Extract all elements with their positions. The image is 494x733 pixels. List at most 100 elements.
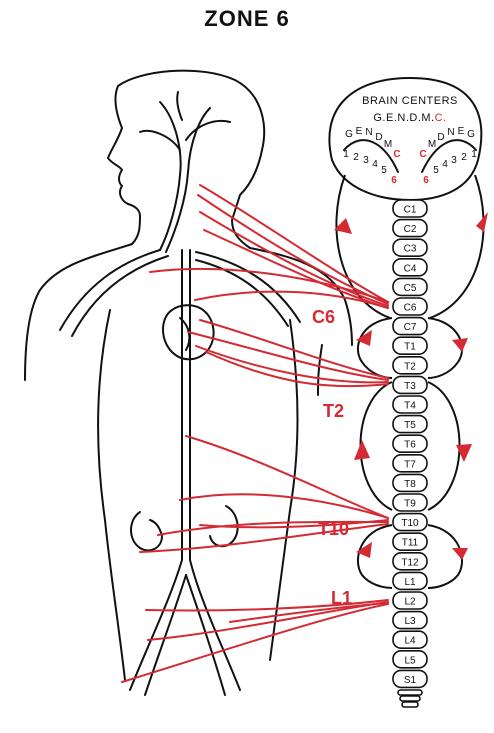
- vertebra-label: C3: [404, 244, 417, 255]
- brain-left-letter-item: N: [365, 127, 372, 138]
- brain-code: G.E.N.D.M.C.: [373, 112, 446, 124]
- loop-arrows: [334, 212, 488, 560]
- vertebra-label: T1: [404, 342, 416, 353]
- label-l1: L1: [331, 588, 352, 608]
- nerve-head-1: [199, 184, 389, 303]
- vertebra-label: C6: [404, 303, 417, 314]
- coccyx-segment: [399, 695, 421, 702]
- nerve-lines: [121, 184, 389, 683]
- nerve-abdomen-1: [185, 435, 389, 519]
- vertebra-t6: [392, 434, 428, 454]
- brain-right-letter-item: N: [447, 127, 454, 138]
- vertebra-label: L2: [404, 597, 416, 608]
- loop-t12-right: [427, 524, 463, 589]
- vertebra-label: L3: [404, 616, 416, 627]
- arrow-upper-right: [476, 212, 488, 232]
- vertebra-c1: [392, 199, 428, 218]
- brain-left-number-item: 6: [391, 175, 397, 186]
- right-shoulder: [249, 247, 353, 346]
- arrow-t12-left: [356, 542, 372, 558]
- vertebra-l5: [392, 649, 428, 669]
- vertebra-label: T7: [404, 459, 416, 470]
- vertebra-label: C7: [404, 322, 417, 333]
- coccyx-segment: [401, 701, 419, 708]
- vertebra-label: C2: [404, 224, 417, 235]
- brain-right-letter-item: G: [467, 129, 475, 140]
- vertebra-label: T11: [402, 538, 419, 549]
- label-t2: T2: [323, 401, 344, 421]
- arrow-upper-left: [334, 218, 352, 234]
- brain-left-letter-item: D: [375, 132, 382, 143]
- subclavian-left-inner: [71, 255, 169, 337]
- arrow-t12-right: [452, 548, 468, 560]
- vertebra-s1: [392, 669, 428, 689]
- head-branch-1: [139, 130, 181, 151]
- brain-right-letter-item: C: [419, 149, 426, 160]
- vertebra-label: T4: [404, 401, 416, 412]
- nerve-heart-4: [205, 351, 389, 388]
- nerve-neck-2: [203, 229, 389, 309]
- loop-t1-left: [357, 317, 393, 379]
- loop-t12-left: [357, 524, 393, 589]
- vertebra-t2: [392, 355, 428, 375]
- vertebra-t10: [392, 512, 428, 532]
- brain-right-number-item: 2: [461, 152, 467, 163]
- right-arm-inner: [317, 344, 323, 396]
- vertebra-c3: [392, 238, 428, 257]
- brain-left-letter-item: M: [384, 139, 392, 150]
- nerve-neck-1: [199, 211, 389, 307]
- carotid-left: [159, 101, 182, 251]
- subclavian-left: [59, 249, 161, 331]
- brain-left-number-item: 3: [363, 155, 369, 166]
- head-branch-3: [176, 91, 183, 121]
- brain-arc-right: [421, 139, 477, 173]
- vertebra-l2: [392, 591, 428, 610]
- vertebra-label: T8: [404, 479, 416, 490]
- brain-left-number-item: 2: [353, 152, 359, 163]
- vertebra-label: T2: [404, 361, 416, 372]
- vertebra-t3: [392, 375, 428, 395]
- torso-left-side: [97, 309, 126, 681]
- nerve-heart-top: [194, 290, 389, 309]
- brain-right-number-item: 5: [433, 165, 439, 176]
- nerve-leg-2: [229, 602, 389, 623]
- face-profile: [107, 85, 141, 245]
- left-shoulder: [24, 243, 133, 381]
- label-t10: T10: [318, 519, 349, 539]
- brain-right-number-item: 1: [471, 149, 477, 160]
- vertebra-l1: [392, 571, 428, 591]
- brain-left-letter-item: E: [356, 126, 363, 137]
- arrow-mid-left: [354, 440, 370, 460]
- vertebra-label: C1: [404, 205, 417, 216]
- brain-right-letter-item: M: [428, 139, 436, 150]
- vertebra-c5: [392, 277, 428, 297]
- vertebra-label: L5: [404, 655, 416, 666]
- brain-left-letter-item: C: [393, 149, 400, 160]
- vertebra-t12: [392, 551, 428, 571]
- brain-left-number-item: 5: [381, 165, 387, 176]
- loop-t1-right: [427, 317, 463, 379]
- iliac-inner-left: [144, 574, 187, 696]
- nerve-kidney-1: [179, 493, 389, 519]
- page-title: ZONE 6: [204, 6, 289, 31]
- carotid-right: [165, 107, 211, 253]
- vertebra-t8: [392, 473, 428, 493]
- loop-mid-left: [359, 381, 393, 511]
- spine-column: C1C2C3C4C5C6C7T1T2T3T4T5T6T7T8T9T10T11T1…: [392, 199, 428, 708]
- brain-code-black: G.E.N.D.M.: [373, 112, 434, 124]
- head-back-outline: [117, 69, 266, 249]
- brain-right-letter-item: E: [458, 126, 465, 137]
- iliac-inner-right: [185, 574, 226, 696]
- vertebra-label: T10: [401, 518, 419, 529]
- vertebra-label: T6: [404, 440, 416, 451]
- vertebra-label: S1: [404, 675, 417, 686]
- brain-right-number-item: 6: [423, 175, 429, 186]
- kidney-right: [209, 505, 239, 548]
- brain-arc-left: [343, 139, 399, 173]
- vertebra-label: T5: [404, 420, 416, 431]
